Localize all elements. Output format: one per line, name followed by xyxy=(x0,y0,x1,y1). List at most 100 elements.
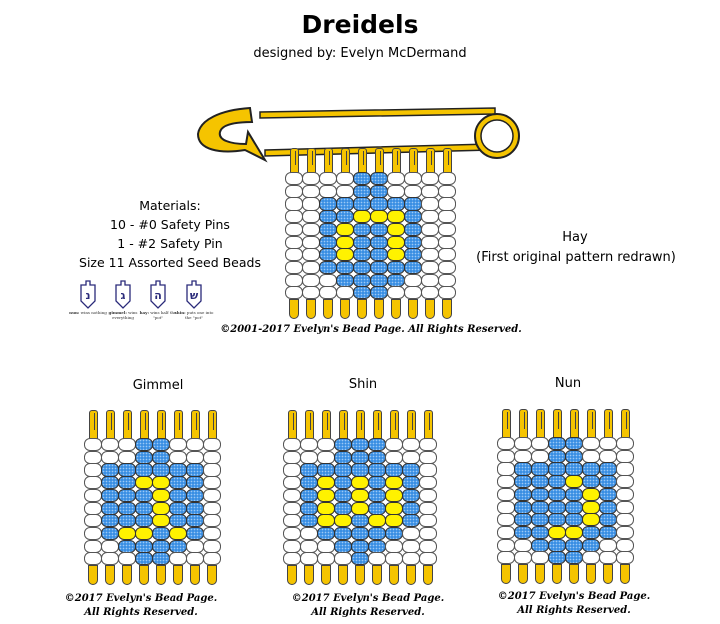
pin-head xyxy=(340,148,350,174)
bead-white xyxy=(438,273,456,287)
hay-label: Hay xyxy=(562,230,588,245)
materials-heading: Materials: xyxy=(139,198,201,213)
pin-tail xyxy=(424,299,435,319)
bead-blue xyxy=(582,475,600,489)
materials-item: 1 - #2 Safety Pin xyxy=(117,236,223,251)
bead-blue xyxy=(118,501,136,515)
pin-head xyxy=(501,409,511,439)
bead-white xyxy=(300,438,318,452)
bead-white xyxy=(531,551,549,565)
bead-white xyxy=(169,450,187,464)
bead-white xyxy=(101,552,119,566)
bead-white xyxy=(387,184,405,198)
bead-white xyxy=(582,551,600,565)
bead-blue xyxy=(370,184,388,198)
bead-blue xyxy=(368,501,386,515)
pin-tail xyxy=(441,299,452,319)
bead-blue xyxy=(402,476,420,490)
bead-white xyxy=(84,488,102,502)
bead-blue xyxy=(514,475,532,489)
bead-white xyxy=(319,273,337,287)
bead-yellow xyxy=(370,210,388,224)
bead-yellow xyxy=(152,476,170,490)
bead-blue xyxy=(135,501,153,515)
dreidel-name: nun: xyxy=(69,310,80,315)
pin-tail xyxy=(155,565,166,585)
pin-head xyxy=(304,410,314,440)
bead-blue xyxy=(135,450,153,464)
pin-tail xyxy=(619,564,630,584)
bead-white xyxy=(302,260,320,275)
bead-white xyxy=(302,210,320,224)
bead-blue xyxy=(582,525,600,540)
bead-blue xyxy=(351,539,369,553)
bead-white xyxy=(169,438,187,452)
bead-white xyxy=(101,438,119,452)
bead-white xyxy=(385,450,403,464)
bead-white xyxy=(84,438,102,452)
pin-head xyxy=(535,409,545,439)
dreidel-icon: ג xyxy=(115,280,131,309)
pin-tail xyxy=(138,565,149,585)
bead-blue xyxy=(135,539,153,553)
bead-white xyxy=(385,539,403,553)
bead-blue xyxy=(135,438,153,452)
pin-tail xyxy=(320,565,331,585)
bead-blue xyxy=(135,514,153,528)
bead-white xyxy=(285,197,303,211)
pin-tail xyxy=(407,299,418,319)
bead-blue xyxy=(402,501,420,515)
pin-tail xyxy=(602,564,613,584)
bead-white xyxy=(118,450,136,464)
dreidel-meaning: puts one into the "pot" xyxy=(184,310,214,320)
bead-yellow xyxy=(387,235,405,249)
bead-white xyxy=(203,514,221,528)
bead-yellow xyxy=(169,526,187,541)
bead-blue xyxy=(118,476,136,490)
bead-blue xyxy=(334,526,352,541)
bead-white xyxy=(368,552,386,566)
bead-white xyxy=(616,475,634,489)
bead-white xyxy=(283,514,301,528)
dreidel-name: hay: xyxy=(139,310,149,315)
bead-white xyxy=(404,184,422,198)
pin-head xyxy=(190,410,200,440)
bead-white xyxy=(438,260,456,275)
bead-blue xyxy=(152,526,170,541)
copyright-line: All Rights Reserved. xyxy=(84,607,198,618)
bead-yellow xyxy=(317,476,335,490)
bead-blue xyxy=(565,513,583,527)
pin-head xyxy=(88,410,98,440)
bead-white xyxy=(317,450,335,464)
bead-white xyxy=(101,539,119,553)
bead-white xyxy=(497,487,515,501)
pin-tail xyxy=(390,299,401,319)
bead-blue xyxy=(370,172,388,186)
materials-list: Materials: 10 - #0 Safety Pins 1 - #2 Sa… xyxy=(79,196,261,272)
bead-white xyxy=(582,449,600,463)
bead-white xyxy=(84,463,102,477)
bead-white xyxy=(300,539,318,553)
pin-head xyxy=(569,409,579,439)
hay-note: (First original pattern redrawn) xyxy=(476,250,676,265)
bead-white xyxy=(283,463,301,477)
bead-yellow xyxy=(317,501,335,515)
bead-yellow xyxy=(152,488,170,502)
bead-blue xyxy=(118,514,136,528)
bead-white xyxy=(419,526,437,541)
bead-white xyxy=(616,500,634,514)
dreidel-meaning: wins half the "pot" xyxy=(150,310,177,320)
pin-head xyxy=(287,410,297,440)
bead-white xyxy=(285,210,303,224)
pin-tail xyxy=(371,565,382,585)
bead-white xyxy=(302,235,320,249)
materials-item: 10 - #0 Safety Pins xyxy=(110,217,230,232)
bead-white xyxy=(285,273,303,287)
bead-white xyxy=(285,260,303,275)
pin-head xyxy=(408,148,418,174)
bead-blue xyxy=(101,526,119,541)
bead-white xyxy=(203,463,221,477)
bead-blue xyxy=(152,463,170,477)
copyright-line: ©2017 Evelyn's Bead Page. xyxy=(291,593,445,604)
